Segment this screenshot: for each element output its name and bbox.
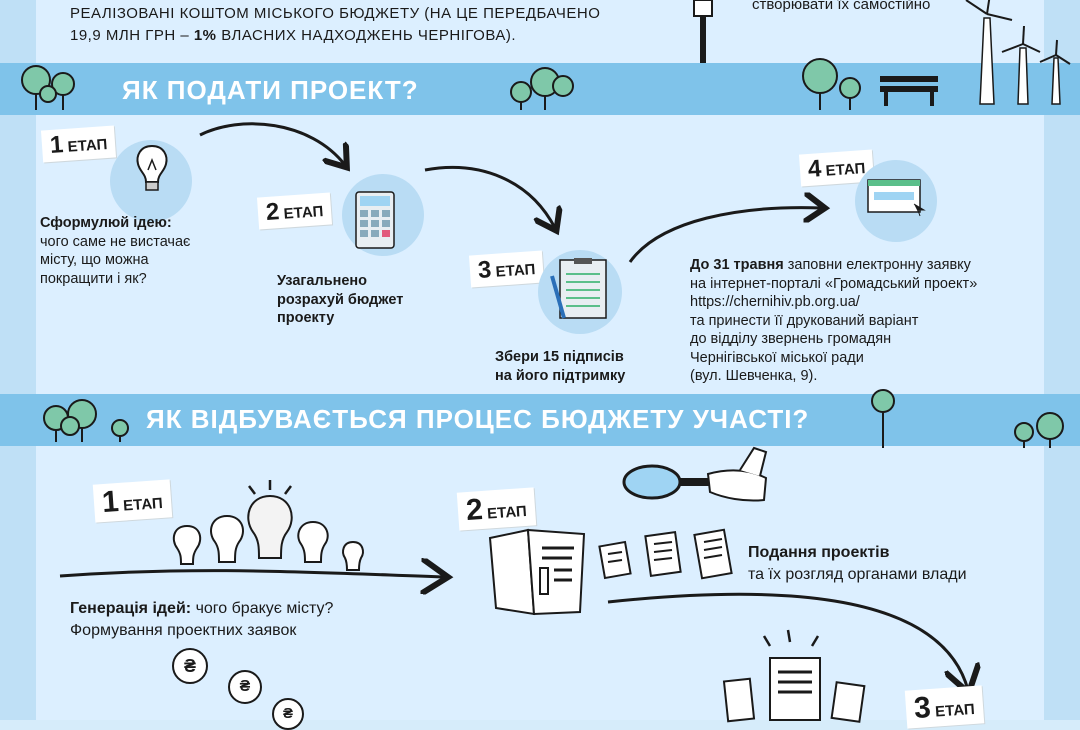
document-folder-icon [488,528,586,616]
stage2-text: Узагальнено розрахуй бюджет проекту [277,273,404,326]
right-margin [1044,0,1080,720]
browser-window-icon [867,179,926,217]
section2-title: ЯК ВІДБУВАЄТЬСЯ ПРОЦЕС БЮДЖЕТУ УЧАСТІ? [146,404,810,434]
bench-icon [880,76,938,106]
documents-icon [598,528,733,580]
hryvnia-coin-icon: ₴ [172,648,208,684]
lightbulb-icon [136,144,168,191]
intro-right-text: створювати їх самостійно [752,0,931,13]
process-stage1-text: Генерація ідей: чого бракує місту? Форму… [70,600,334,639]
trees-icon [1014,412,1064,448]
documents-stack-icon [722,629,866,723]
process-stage3-tag: 3 ЕТАП [904,685,984,729]
tree-icon [871,389,895,448]
trees-icon [802,58,861,110]
trees-icon [21,65,75,110]
coins-group: ₴ ₴ ₴ [168,648,304,730]
trees-icon [510,67,574,110]
hryvnia-coin-icon: ₴ [228,670,262,704]
wind-turbines-icon [965,0,1071,105]
lightbulbs-icon [172,480,364,571]
stage1-text: Сформулюй ідею: чого саме не вистачає мі… [40,215,191,287]
intro-text: РЕАЛІЗОВАНІ КОШТОМ МІСЬКОГО БЮДЖЕТУ (НА … [70,3,600,47]
stage3-text: Збери 15 підписів на його підтримку [495,349,626,384]
clipboard-icon [550,258,607,319]
intro-line-1: РЕАЛІЗОВАНІ КОШТОМ МІСЬКОГО БЮДЖЕТУ (НА … [70,5,601,22]
process-stage2-text: Подання проектів та їх розгляд органами … [748,544,967,583]
trees-icon [43,399,129,442]
left-margin [0,0,36,720]
hryvnia-coin-icon: ₴ [272,698,304,730]
stage4-text: До 31 травня заповни електронну заявку н… [690,257,978,384]
section1-title: ЯК ПОДАТИ ПРОЕКТ? [122,75,419,105]
intro-line-2: 19,9 МЛН ГРН – 1% ВЛАСНИХ НАДХОДЖЕНЬ ЧЕР… [70,27,516,44]
process-stage2-tag: 2 ЕТАП [456,487,536,531]
section2-band [0,394,1080,446]
magnifier-hand-icon [622,446,768,502]
calculator-icon [355,191,395,249]
